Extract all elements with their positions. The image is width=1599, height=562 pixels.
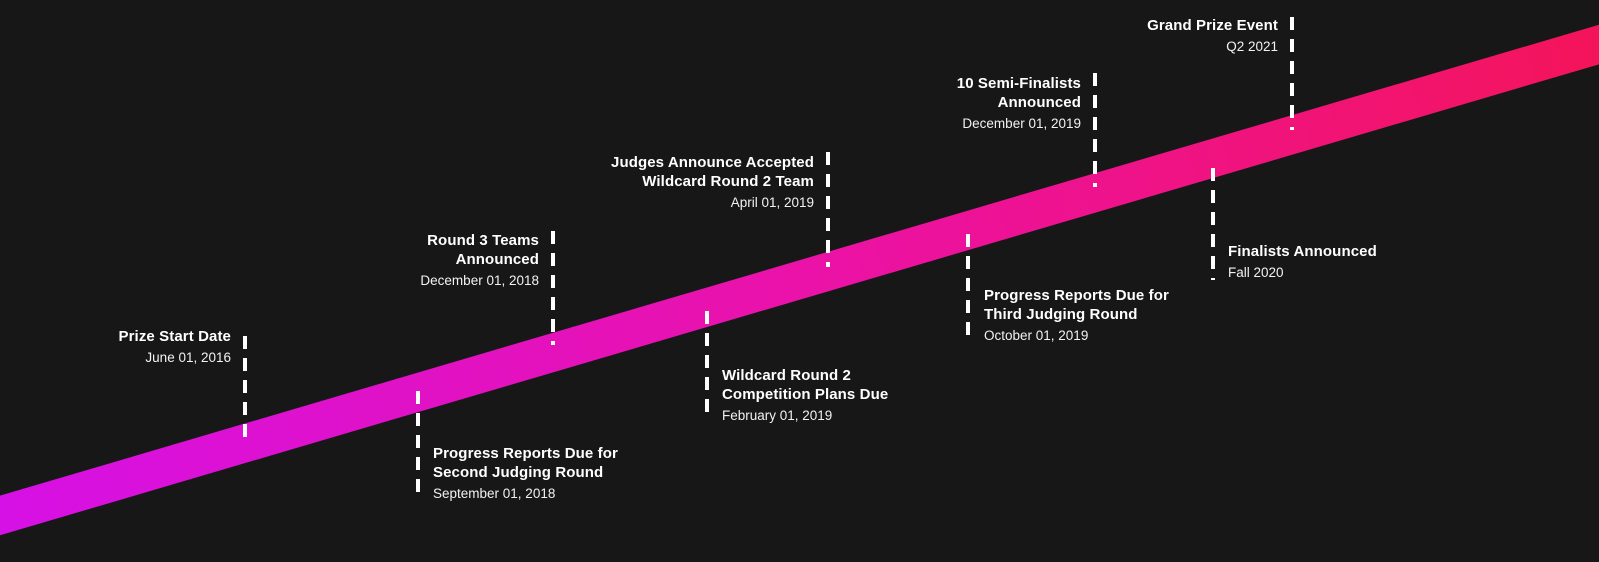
milestone-text: Progress Reports Due for Second Judging … bbox=[433, 444, 618, 502]
milestone-date: October 01, 2019 bbox=[984, 328, 1089, 343]
milestone-text: Finalists Announced Fall 2020 bbox=[1228, 242, 1377, 281]
milestone-text: Round 3 Teams Announced December 01, 201… bbox=[420, 231, 539, 289]
milestone-dashed-line bbox=[243, 336, 247, 443]
milestone-title: Grand Prize Event bbox=[1147, 17, 1278, 34]
milestone-title: Judges Announce Accepted Wildcard Round … bbox=[611, 154, 814, 190]
milestone-text: Wildcard Round 2 Competition Plans Due F… bbox=[722, 366, 888, 424]
milestone-dashed-line bbox=[1290, 17, 1294, 130]
milestone-date: December 01, 2018 bbox=[420, 273, 539, 288]
milestone-dashed-line bbox=[1211, 168, 1215, 280]
milestone-title: Round 3 Teams Announced bbox=[427, 232, 539, 268]
milestone-text: Grand Prize Event Q2 2021 bbox=[1147, 16, 1278, 55]
milestone-text: Progress Reports Due for Third Judging R… bbox=[984, 286, 1169, 344]
milestone-date: Q2 2021 bbox=[1226, 39, 1278, 54]
milestone-dashed-line bbox=[966, 234, 970, 342]
milestone-title: Prize Start Date bbox=[118, 328, 231, 345]
milestone-dashed-line bbox=[416, 391, 420, 501]
milestone-dashed-line bbox=[826, 152, 830, 267]
milestone-dashed-line bbox=[551, 231, 555, 345]
milestone-title: Progress Reports Due for Third Judging R… bbox=[984, 287, 1169, 323]
milestone-date: Fall 2020 bbox=[1228, 265, 1284, 280]
milestone-date: June 01, 2016 bbox=[145, 350, 231, 365]
milestone-dashed-line bbox=[1093, 73, 1097, 187]
milestone-title: 10 Semi-Finalists Announced bbox=[956, 75, 1081, 111]
milestone-date: December 01, 2019 bbox=[962, 116, 1081, 131]
milestone-title: Wildcard Round 2 Competition Plans Due bbox=[722, 367, 889, 403]
milestone-title: Finalists Announced bbox=[1228, 243, 1377, 260]
milestone-dashed-line bbox=[705, 311, 709, 420]
milestone-text: 10 Semi-Finalists Announced December 01,… bbox=[957, 74, 1081, 132]
milestone-date: April 01, 2019 bbox=[730, 195, 814, 210]
milestone-date: February 01, 2019 bbox=[722, 408, 833, 423]
milestone-text: Prize Start Date June 01, 2016 bbox=[119, 327, 231, 366]
milestone-text: Judges Announce Accepted Wildcard Round … bbox=[611, 153, 814, 211]
milestone-date: September 01, 2018 bbox=[433, 486, 556, 501]
milestone-title: Progress Reports Due for Second Judging … bbox=[433, 445, 618, 481]
